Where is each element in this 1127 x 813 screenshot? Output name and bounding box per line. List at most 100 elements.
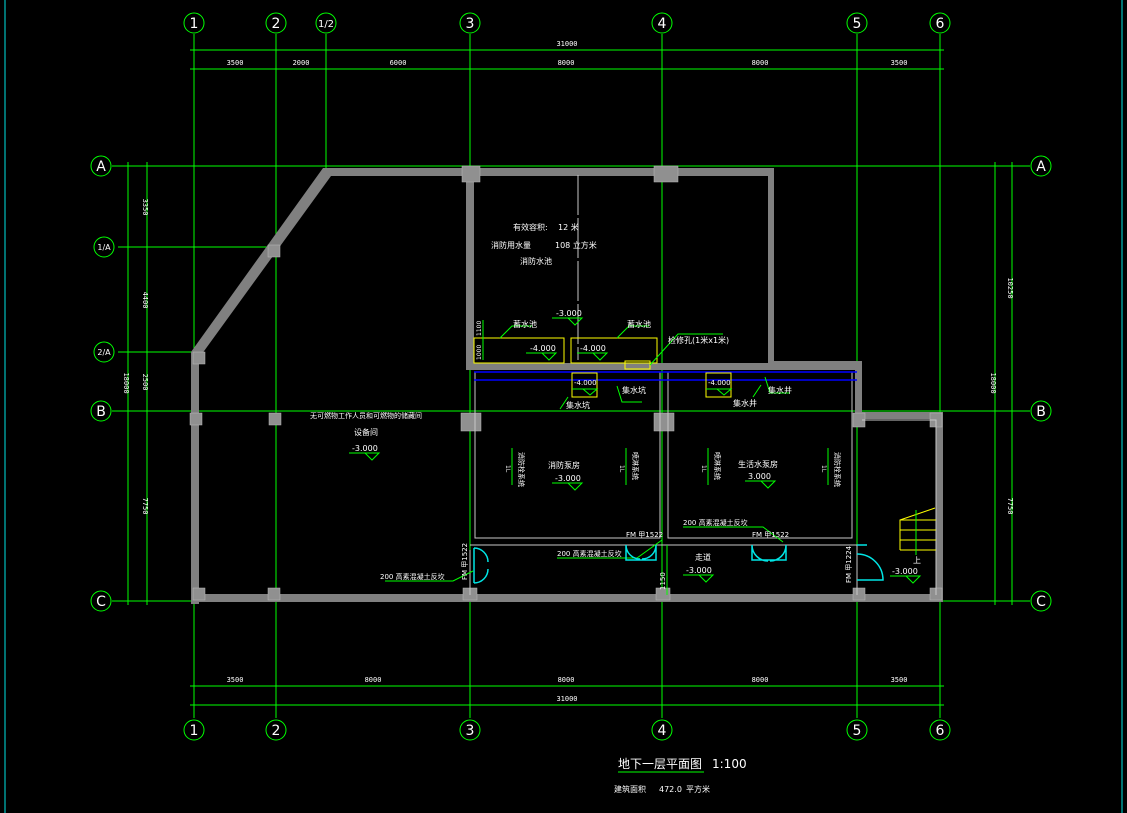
sill-label: 200 高素混凝土反坎 bbox=[683, 518, 748, 527]
axis-label: C bbox=[1036, 594, 1046, 610]
dim-text: 18000 bbox=[122, 372, 130, 393]
dim-text: 2000 bbox=[293, 59, 310, 67]
level-text: -4.000 bbox=[530, 344, 556, 353]
fire-water-value: 108 立方米 bbox=[555, 240, 597, 250]
tank-label: 蓄水池 bbox=[513, 319, 537, 329]
big-room-label: 无可燃物工作人员和可燃物的储藏间 bbox=[310, 411, 422, 420]
dim-text: 7750 bbox=[1006, 498, 1014, 515]
sill-label: 200 高素混凝土反坎 bbox=[380, 572, 445, 581]
axis-label: 2/A bbox=[97, 348, 111, 357]
axis-label: 3 bbox=[466, 723, 475, 739]
dim-text: 2500 bbox=[141, 374, 149, 391]
axis-label: C bbox=[96, 594, 106, 610]
axis-label: A bbox=[96, 159, 106, 175]
axis-label: 3 bbox=[466, 16, 475, 32]
dim-text: 3500 bbox=[227, 676, 244, 684]
stair-up-label: 上 bbox=[913, 556, 921, 565]
pool-capacity-value: 12 米 bbox=[558, 222, 579, 232]
dim-text: 1100 bbox=[476, 321, 483, 336]
sump-label: 集水坑 bbox=[622, 385, 646, 395]
riser-label: 消防栓系统 bbox=[833, 452, 842, 487]
axis-label: 6 bbox=[936, 16, 945, 32]
dim-text: 8000 bbox=[558, 59, 575, 67]
dim-text: 3500 bbox=[227, 59, 244, 67]
dim-text: 10250 bbox=[1006, 277, 1014, 298]
level-text: -3.000 bbox=[556, 309, 582, 318]
pool-name: 消防水池 bbox=[520, 256, 552, 266]
dim-text: 8000 bbox=[752, 59, 769, 67]
area-unit: 平方米 bbox=[686, 784, 710, 794]
overflow-label: 检修孔(1米x1米) bbox=[668, 335, 729, 345]
level-text: 3.000 bbox=[748, 472, 771, 481]
axis-label: 1 bbox=[190, 16, 199, 32]
tank-label: 蓄水池 bbox=[627, 319, 651, 329]
riser-label: 消防栓系统 bbox=[517, 452, 526, 487]
axis-label: 4 bbox=[658, 723, 667, 739]
axis-label: 1 bbox=[190, 723, 199, 739]
dim-text: 1150 bbox=[659, 572, 667, 590]
life-pump-room: 生活水泵房 bbox=[738, 459, 778, 469]
level-text: -3.000 bbox=[686, 566, 712, 575]
door-tag: FM 甲1522 bbox=[752, 531, 789, 539]
area-label: 建筑面积 bbox=[614, 784, 646, 794]
axis-lines bbox=[112, 34, 1030, 718]
dim-text: 3350 bbox=[141, 199, 149, 216]
axis-label: 1/2 bbox=[318, 19, 334, 30]
drawing-title: 地下一层平面图 bbox=[618, 757, 702, 771]
level-text: -4.000 bbox=[708, 379, 731, 387]
axis-label: A bbox=[1036, 159, 1046, 175]
riser-tag: 1L bbox=[504, 465, 511, 473]
level-text: -3.000 bbox=[352, 444, 378, 453]
dim-text: 6000 bbox=[390, 59, 407, 67]
axis-label: 4 bbox=[658, 16, 667, 32]
sump-label: 集水坑 bbox=[566, 400, 590, 410]
dim-text: 18000 bbox=[989, 372, 997, 393]
sill-label: 200 高素混凝土反坎 bbox=[557, 549, 622, 558]
big-room-sub: 设备间 bbox=[354, 427, 378, 437]
dim-text: 31000 bbox=[556, 695, 577, 703]
axis-label: 5 bbox=[853, 16, 862, 32]
door-tag: FM 甲1522 bbox=[461, 543, 469, 580]
dim-text: 8000 bbox=[365, 676, 382, 684]
dim-text: 31000 bbox=[556, 40, 577, 48]
room-labels: 有效容积: 12 米 消防用水量 108 立方米 消防水池 -3.000 蓄水池… bbox=[310, 222, 921, 590]
level-text: -4.000 bbox=[580, 344, 606, 353]
fire-pump-room: 消防泵房 bbox=[548, 460, 580, 470]
dim-text: 8000 bbox=[752, 676, 769, 684]
axis-label: 2 bbox=[272, 16, 281, 32]
door-tag: FM 甲1224 bbox=[845, 545, 853, 583]
drawing-scale: 1:100 bbox=[712, 757, 747, 771]
sump-label: 集水井 bbox=[733, 398, 757, 408]
riser-tag: 1L bbox=[820, 465, 827, 473]
riser-label: 喷淋系统 bbox=[631, 452, 640, 480]
axis-label: B bbox=[1036, 404, 1046, 420]
riser-label: 喷淋系统 bbox=[713, 452, 722, 480]
walls bbox=[189, 165, 943, 604]
dim-text: 3500 bbox=[891, 676, 908, 684]
axis-label: 2 bbox=[272, 723, 281, 739]
axis-label: B bbox=[96, 404, 106, 420]
dim-text: 4400 bbox=[141, 292, 149, 309]
dimension-lines bbox=[127, 49, 1013, 706]
riser-tag: 1L bbox=[618, 465, 625, 473]
dim-text: 3500 bbox=[891, 59, 908, 67]
corridor-label: 走道 bbox=[695, 552, 711, 562]
level-text: -4.000 bbox=[574, 379, 597, 387]
level-text: -3.000 bbox=[892, 567, 918, 576]
dimension-texts: 31000 3500 2000 6000 8000 8000 3500 3500… bbox=[122, 40, 1014, 703]
axis-bubbles: 1 2 1/2 3 4 5 6 1 2 3 4 5 6 A A 1/A 2/A … bbox=[90, 12, 1052, 741]
sump-label: 集水井 bbox=[768, 385, 792, 395]
dim-text: 8000 bbox=[558, 676, 575, 684]
dim-text: 1000 bbox=[476, 345, 483, 360]
level-text: -3.000 bbox=[555, 474, 581, 483]
area-value: 472.0 bbox=[659, 785, 682, 794]
riser-tag: 1L bbox=[700, 465, 707, 473]
fire-water-label: 消防用水量 bbox=[491, 240, 531, 250]
axis-label: 6 bbox=[936, 723, 945, 739]
door-tag: FM 甲1522 bbox=[626, 531, 663, 539]
axis-label: 5 bbox=[853, 723, 862, 739]
doors bbox=[473, 544, 884, 584]
dim-text: 7750 bbox=[141, 498, 149, 515]
tanks bbox=[473, 337, 936, 551]
